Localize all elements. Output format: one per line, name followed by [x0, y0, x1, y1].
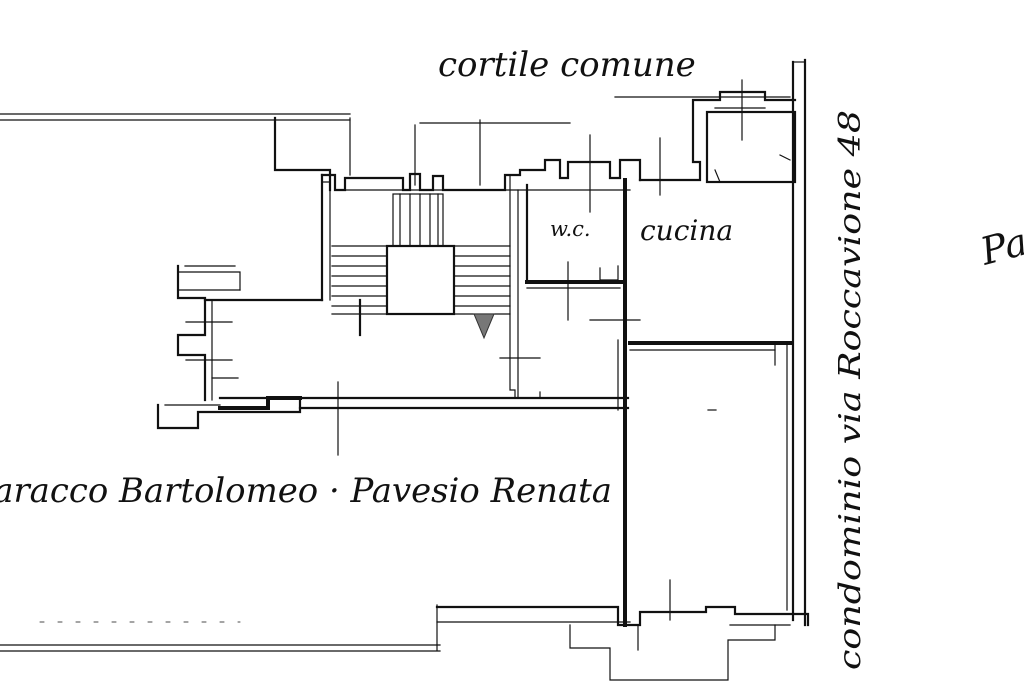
right-edge-fragment: Pa — [975, 219, 1024, 274]
apartment-walls — [617, 137, 792, 627]
plan-labels: cortile comune cucina w.c. Paracco Barto… — [0, 45, 1024, 670]
street-boundary — [786, 58, 807, 627]
kitchen-block — [614, 79, 797, 184]
kitchen-label: cucina — [640, 214, 733, 247]
neighbors-label: Paracco Bartolomeo · Pavesio Renata — [0, 471, 612, 511]
wc-label: w.c. — [550, 217, 591, 241]
triangle-down-icon — [473, 313, 495, 340]
upper-wall-projection — [273, 116, 571, 192]
courtyard-label: cortile comune — [438, 45, 696, 85]
top-wall — [320, 158, 642, 192]
bottom-wall — [435, 604, 810, 681]
boundary-lines — [0, 113, 441, 652]
lower-wall — [218, 174, 630, 456]
street-label: condominio via Roccavione 48 — [833, 110, 868, 670]
staircase — [331, 193, 511, 340]
wc-room — [525, 134, 641, 399]
left-wing-walls — [156, 173, 331, 430]
